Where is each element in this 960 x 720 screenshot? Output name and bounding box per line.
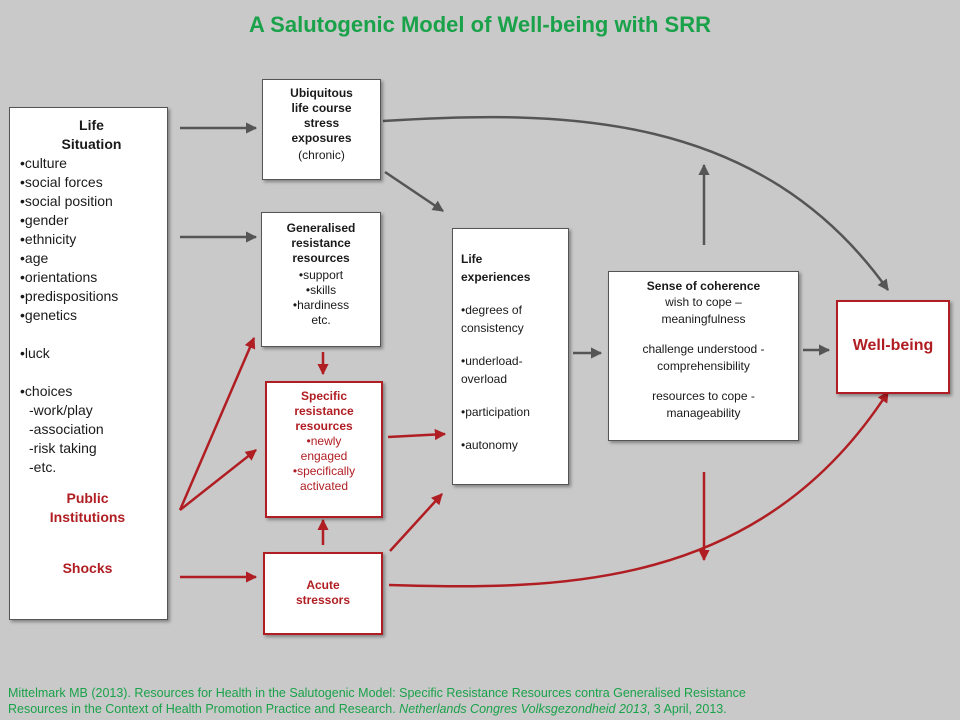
list-item: •orientations — [20, 269, 98, 285]
stress-exposures-box: Ubiquitous life course stress exposures … — [262, 79, 381, 180]
arrow-acute-to-wellbeing — [388, 391, 890, 588]
box-item: •skills — [305, 283, 337, 297]
list-item: •genetics — [20, 307, 78, 323]
choice-item: -association — [29, 421, 104, 437]
list-item: •social forces — [20, 174, 103, 190]
list-item: •ethnicity — [20, 231, 77, 247]
box-line: manageability — [666, 406, 741, 420]
box-item: activated — [299, 479, 349, 493]
citation-line: Resources in the Context of Health Promo… — [8, 701, 958, 717]
box-line: Generalised — [286, 221, 356, 235]
arrow-life-to-grr-red — [178, 336, 256, 511]
citation-date: , 3 April, 2013. — [646, 702, 727, 716]
life-situation-title: Situation — [61, 136, 122, 152]
box-line: resources to cope - — [652, 389, 755, 403]
box-line: challenge understood - — [642, 342, 765, 356]
sense-of-coherence-box: Sense of coherence wish to cope – meanin… — [608, 271, 799, 441]
list-item: •autonomy — [461, 438, 518, 452]
life-situation-box: Life Situation •culture •social forces •… — [9, 107, 168, 620]
box-item: •specifically — [292, 464, 356, 478]
list-item: consistency — [461, 321, 524, 335]
box-title: Sense of coherence — [646, 279, 761, 293]
diagram-title: A Salutogenic Model of Well-being with S… — [249, 12, 711, 37]
arrow-srr-to-lifeexp — [387, 428, 447, 441]
shocks-label: Shocks — [62, 560, 113, 576]
srr-box: Specific resistance resources •newly eng… — [265, 381, 383, 518]
list-item-choices: •choices — [20, 383, 73, 399]
list-item: •degrees of — [461, 303, 522, 317]
life-situation-title: Life — [79, 117, 104, 133]
box-item: engaged — [300, 449, 348, 463]
choice-item: -risk taking — [29, 440, 97, 456]
box-line: exposures — [291, 131, 352, 145]
list-item: •underload- — [461, 354, 523, 368]
list-item: •participation — [461, 405, 530, 419]
citation-journal: Netherlands Congres Volksgezondheid 2013 — [399, 702, 647, 716]
arrow-acute-to-lifeexp — [389, 493, 443, 552]
box-item: etc. — [311, 313, 331, 327]
box-line: Acute — [306, 578, 340, 592]
public-institutions-label: Public — [66, 490, 109, 506]
list-item: overload — [461, 372, 508, 386]
box-line: Life — [461, 252, 483, 266]
list-item: •social position — [20, 193, 113, 209]
list-item: •culture — [20, 155, 67, 171]
citation-text: Resources in the Context of Health Promo… — [8, 702, 400, 716]
box-line: stressors — [295, 593, 351, 607]
box-item: •newly — [306, 434, 342, 448]
choice-item: -work/play — [29, 402, 93, 418]
box-line: resources — [292, 251, 350, 265]
acute-stressors-box: Acute stressors — [263, 552, 383, 635]
box-line: resistance — [291, 236, 351, 250]
box-line: life course — [291, 101, 352, 115]
box-note: (chronic) — [298, 148, 345, 162]
arrow-stress-to-wellbeing — [382, 115, 890, 291]
box-item: •hardiness — [292, 298, 350, 312]
box-line: resistance — [294, 404, 354, 418]
box-line: experiences — [461, 270, 531, 284]
list-item: •gender — [20, 212, 69, 228]
grr-box: Generalised resistance resources •suppor… — [261, 212, 381, 347]
arrow-stress-to-lifeexp — [384, 170, 444, 213]
public-institutions-label: Institutions — [49, 509, 126, 525]
list-item: •predispositions — [20, 288, 119, 304]
box-line: wish to cope – — [665, 295, 742, 309]
life-experiences-box: Life experiences •degrees of consistency… — [452, 228, 569, 485]
wellbeing-label: Well-being — [852, 337, 934, 354]
list-item-luck: •luck — [20, 345, 50, 361]
box-line: Ubiquitous — [290, 86, 353, 100]
box-item: •support — [298, 268, 344, 282]
list-item: •age — [20, 250, 49, 266]
arrow-life-to-srr — [179, 449, 257, 511]
box-line: stress — [303, 116, 340, 130]
choice-item: -etc. — [29, 459, 57, 475]
box-line: resources — [295, 419, 353, 433]
citation: Mittelmark MB (2013). Resources for Heal… — [8, 685, 958, 717]
box-line: comprehensibility — [657, 359, 750, 373]
box-line: meaningfulness — [661, 312, 746, 326]
wellbeing-box: Well-being — [836, 300, 950, 394]
citation-line: Mittelmark MB (2013). Resources for Heal… — [8, 686, 746, 700]
box-line: Specific — [300, 389, 348, 403]
